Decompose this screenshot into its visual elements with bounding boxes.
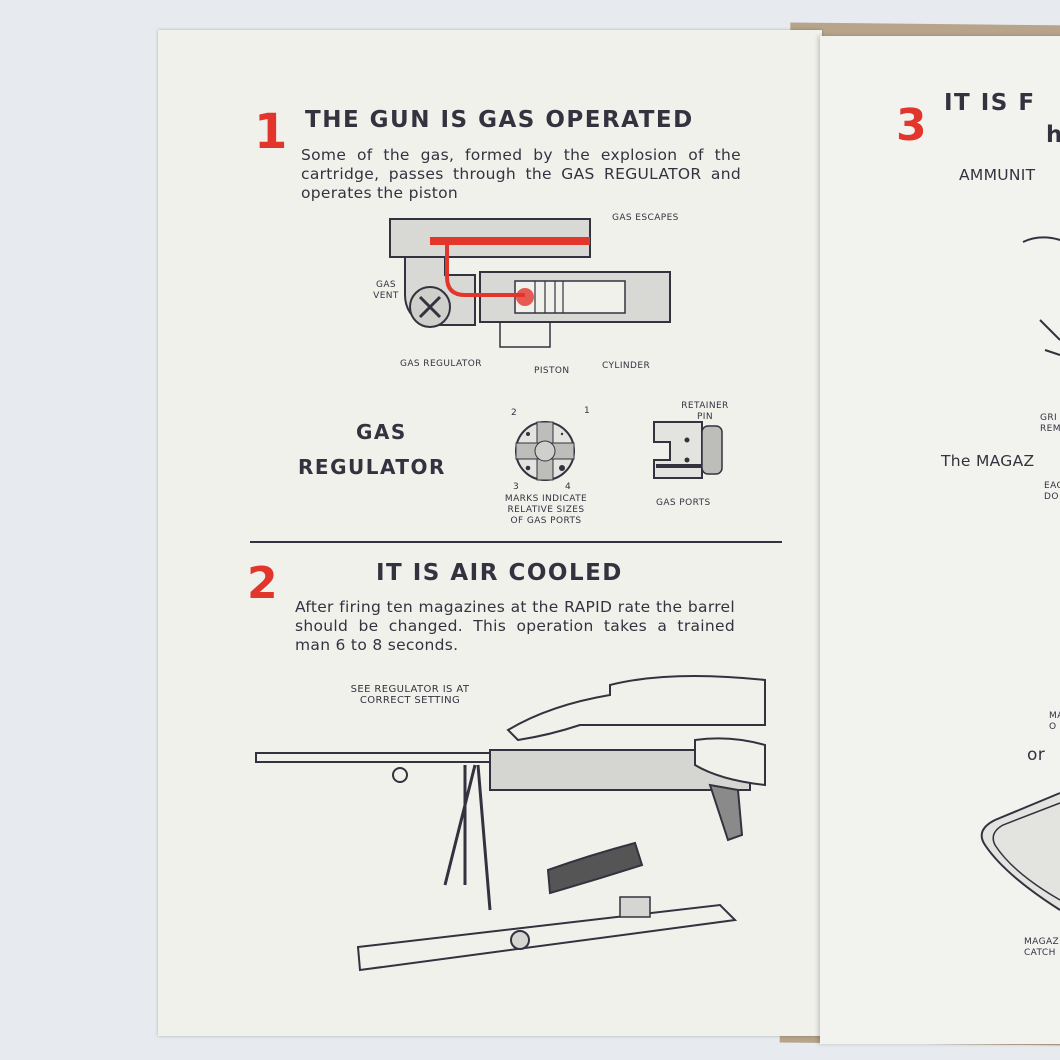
section-3-number: 3 [896, 100, 927, 151]
gas-regulator-side-diagram [653, 421, 723, 479]
label-do: DO [1044, 492, 1059, 502]
regulator-mark-4: 4 [565, 482, 572, 492]
label-gas-ports: GAS PORTS [656, 498, 711, 508]
section-divider [250, 541, 782, 543]
magazine-text: The MAGAZ [941, 452, 1035, 470]
section-3-heading: IT IS F [944, 90, 1036, 116]
ammunition-subheading: AMMUNIT [959, 166, 1036, 184]
regulator-callout: SEE REGULATOR IS AT CORRECT SETTING [350, 684, 470, 706]
or-text: or [1027, 745, 1045, 765]
gas-operation-diagram [389, 218, 671, 348]
section-1-body: Some of the gas, formed by the explosion… [301, 146, 741, 202]
bren-gun-barrel-change-illustration [255, 675, 766, 972]
label-gas-escapes: GAS ESCAPES [612, 213, 679, 223]
regulator-mark-3: 3 [513, 482, 520, 492]
gas-regulator-title-line2: REGULATOR [298, 455, 446, 479]
hand-loading-illustration [1022, 236, 1060, 356]
label-gas-vent: GAS VENT [373, 280, 399, 301]
label-o: O [1049, 722, 1057, 732]
gas-regulator-title-line1: GAS [356, 420, 407, 444]
magazine-illustration [980, 792, 1060, 911]
regulator-caption: MARKS INDICATE RELATIVE SIZES OF GAS POR… [504, 494, 588, 526]
regulator-mark-1: 1 [584, 406, 591, 416]
label-cylinder: CYLINDER [602, 361, 651, 371]
label-ma: MA [1049, 711, 1060, 721]
gas-regulator-face-diagram [515, 421, 575, 481]
left-page [158, 30, 822, 1036]
label-catch: CATCH [1024, 948, 1056, 958]
label-gri: GRI [1040, 413, 1058, 423]
label-magaz: MAGAZ [1024, 937, 1060, 947]
label-retainer-pin: RETAINER PIN [681, 401, 729, 422]
section-2-heading: IT IS AIR COOLED [376, 560, 623, 586]
section-3-heading-line2: h [1046, 122, 1060, 148]
label-eac: EAC [1044, 481, 1060, 491]
section-1-heading: THE GUN IS GAS OPERATED [305, 107, 694, 133]
section-2-body: After firing ten magazines at the RAPID … [295, 598, 735, 654]
section-1-number: 1 [254, 104, 288, 160]
label-gas-regulator: GAS REGULATOR [400, 359, 482, 369]
label-rem: REM [1040, 424, 1060, 434]
regulator-mark-2: 2 [511, 408, 518, 418]
section-2-number: 2 [247, 558, 278, 609]
label-piston: PISTON [534, 366, 570, 376]
